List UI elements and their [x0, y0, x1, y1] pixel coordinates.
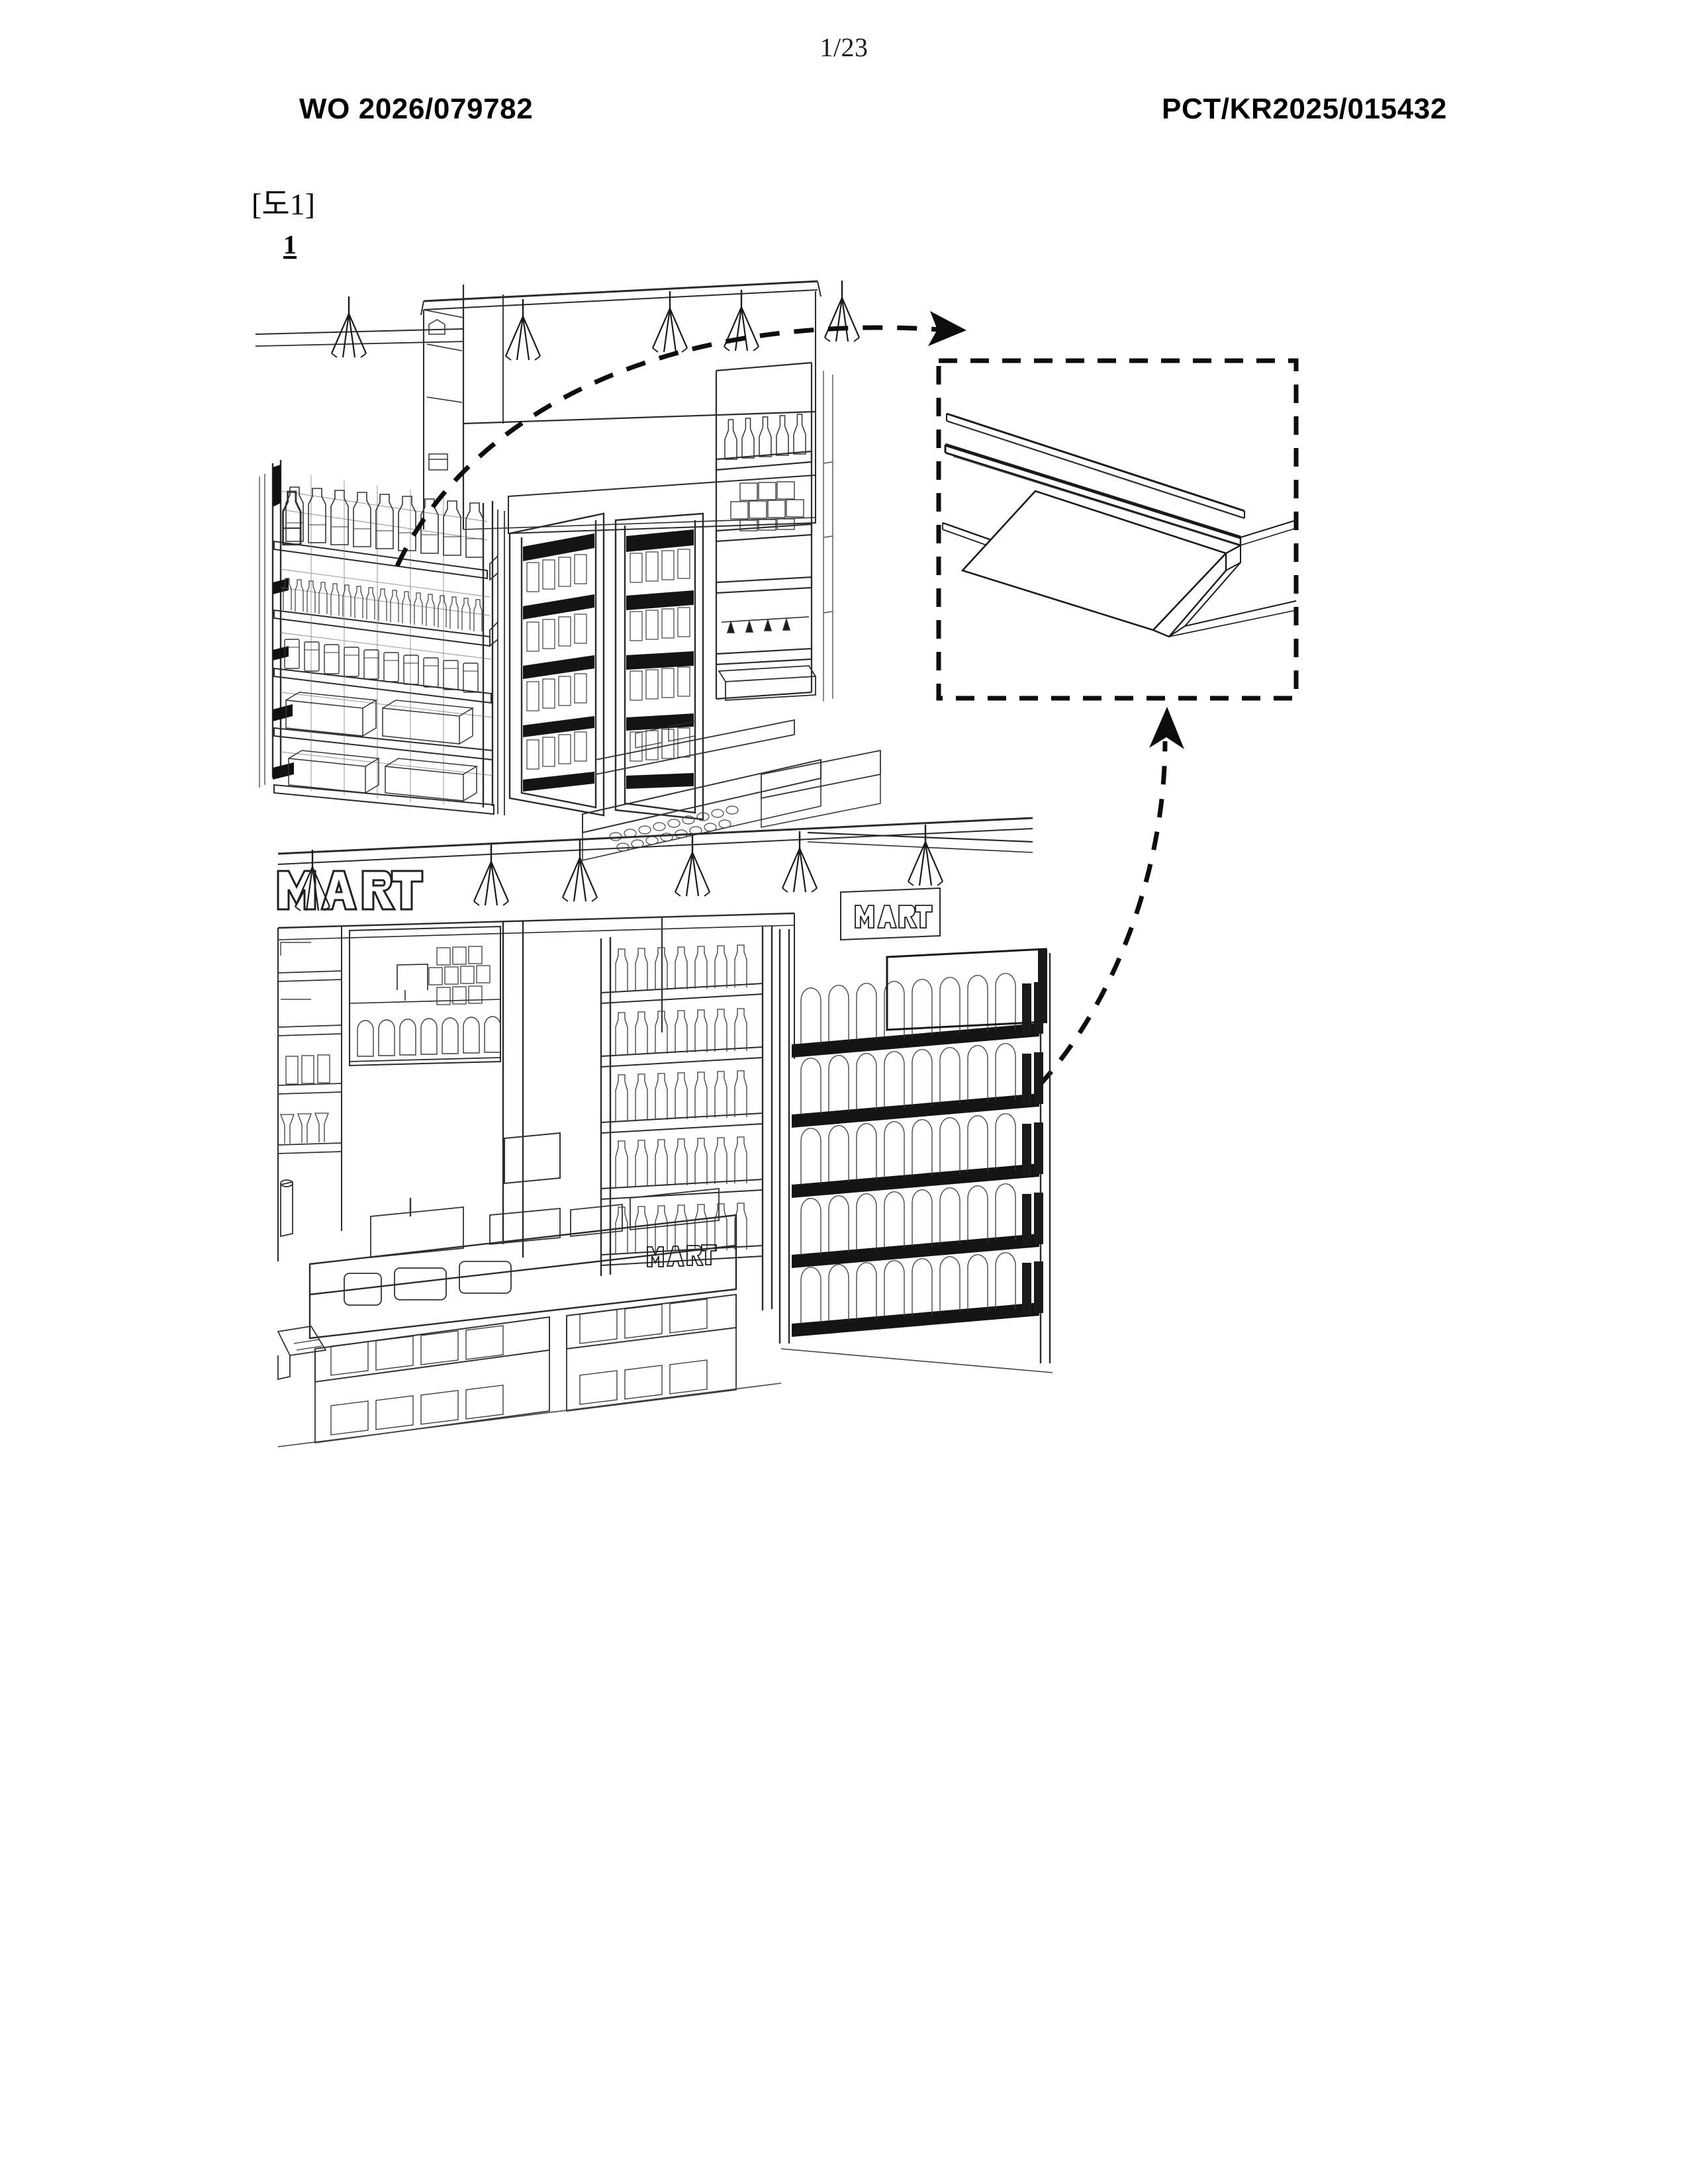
checkout-counter: [308, 1132, 737, 1340]
bottom-store-illustration: [277, 817, 1053, 1447]
produce-tables: [582, 719, 881, 862]
mart-sign-background: [840, 887, 941, 941]
center-gondola-bottom: [600, 926, 773, 1310]
figure-reference-numeral: 1: [283, 230, 297, 259]
shelf-rail-detail: [942, 412, 1297, 638]
mart-sign-counter: [647, 1244, 717, 1267]
figure-label: [도1]: [252, 187, 315, 221]
top-store-illustration: [255, 279, 881, 862]
front-low-shelves: [314, 1293, 737, 1444]
callout-arrow-bottom: [1037, 707, 1184, 1087]
publication-number-header: WO 2026/079782: [299, 93, 534, 125]
left-gondola: [271, 460, 494, 815]
right-shelf-unit: [715, 361, 817, 701]
right-gondola-bottom: [778, 929, 1051, 1363]
application-number-header: PCT/KR2025/015432: [1162, 93, 1447, 125]
refrigerated-cases: [508, 512, 704, 821]
callout-arrow-top: [395, 311, 966, 567]
detail-callout-box: [936, 358, 1299, 701]
page-number: 1/23: [820, 32, 868, 62]
mart-sign-main: [277, 870, 424, 911]
